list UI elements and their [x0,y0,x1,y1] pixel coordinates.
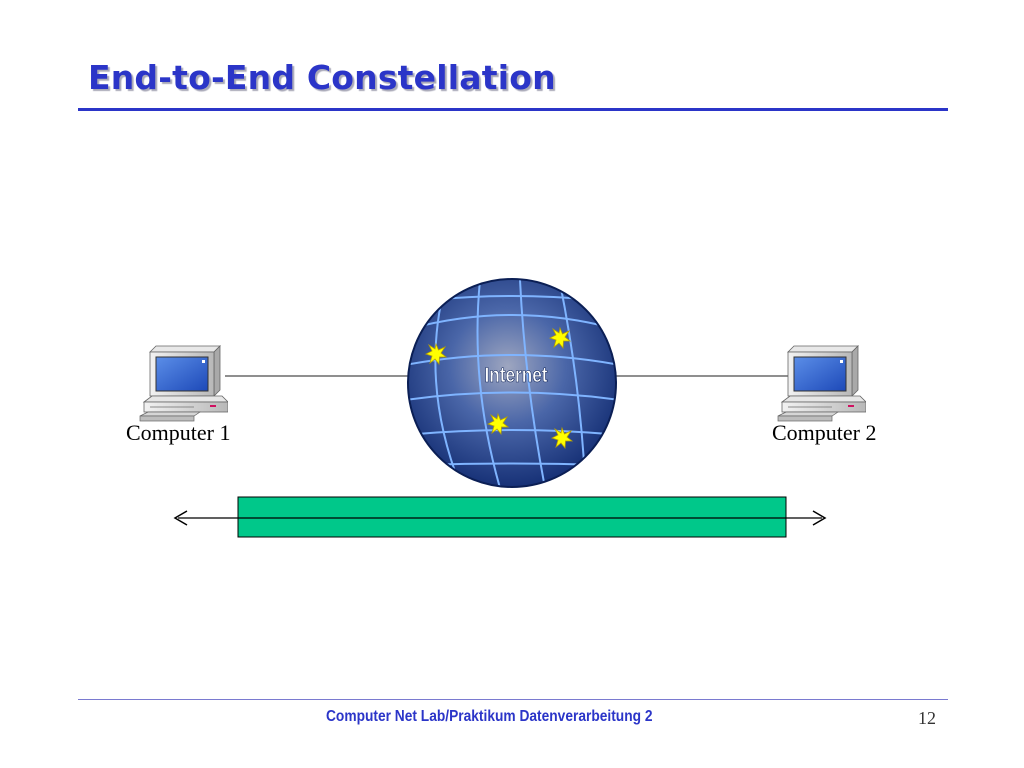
internet-label: Internet [484,365,548,388]
computer-2-label: Computer 2 [772,420,877,445]
arrowhead-left [173,510,188,526]
title-divider [78,108,948,111]
page-number: 12 [918,708,936,728]
arrowhead-right [812,510,827,526]
connection-bar [237,496,787,538]
footer-text: Computer Net Lab/Praktikum Datenverarbei… [326,708,653,725]
computer-2-icon [777,345,866,422]
footer-divider [78,699,948,700]
page-title: End-to-End Constellation [88,58,556,97]
computer-1-icon [139,345,228,422]
computer-1-label: Computer 1 [126,420,231,445]
